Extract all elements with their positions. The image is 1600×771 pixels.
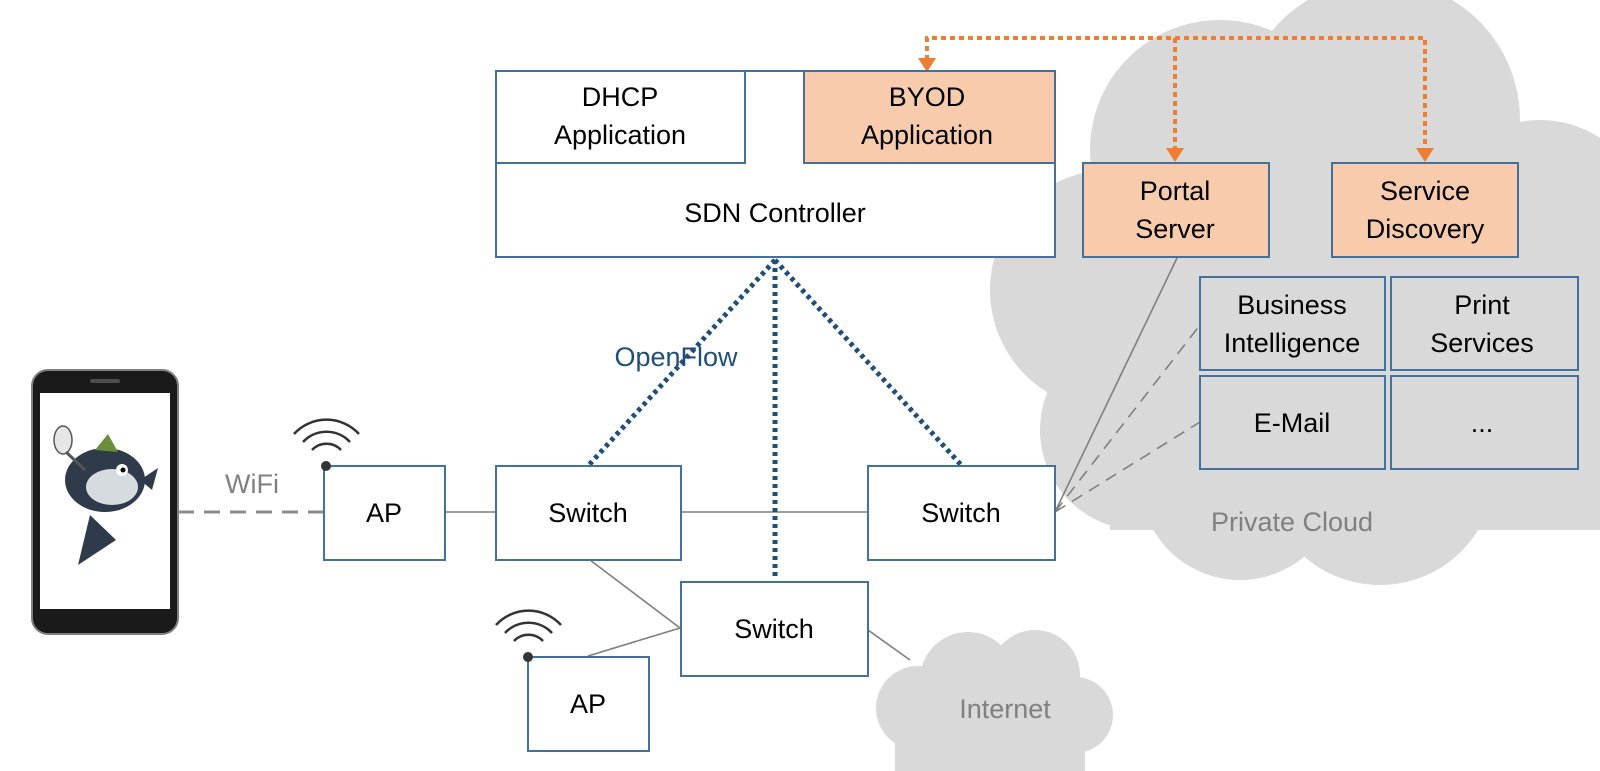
more-services-label: ... [1471,408,1494,438]
ap-top: AP [323,465,446,561]
print-services: Print Services [1390,276,1579,371]
portal-label-line1: Portal [1140,176,1211,206]
business-label-line1: Business [1237,290,1347,320]
link-ap-bottom-switch [587,627,681,657]
byod-application: BYOD Application [803,70,1056,164]
email-label: E-Mail [1254,408,1331,438]
dhcp-application: DHCP Application [495,70,746,164]
dhcp-label-line2: Application [554,120,686,150]
link-switch-email [1054,421,1201,513]
email-service: E-Mail [1199,375,1386,470]
wifi-signal-icon [495,609,562,662]
ap-top-label: AP [366,498,402,528]
service-discovery-label-line2: Discovery [1366,214,1485,244]
service-discovery-label-line1: Service [1380,176,1470,206]
ap-bottom-label: AP [570,689,606,719]
arrow-to-service-discovery [1416,148,1434,162]
smartphone-icon [31,369,179,635]
ap-bottom: AP [527,656,650,752]
switch-bottom: Switch [680,581,869,677]
dhcp-label-line1: DHCP [582,82,659,112]
private-cloud-label: Private Cloud [1211,507,1373,537]
print-label-line2: Services [1430,328,1534,358]
switch-left: Switch [495,465,682,561]
service-discovery: Service Discovery [1331,162,1519,258]
wifi-signal-icon [293,418,360,471]
arrow-to-portal [1166,148,1184,162]
link-switch-internet [867,629,911,661]
openflow-link-right [773,258,964,468]
fish-mascot-icon [53,425,158,565]
print-label-line1: Print [1454,290,1510,320]
business-intelligence-service: Business Intelligence [1199,276,1386,371]
more-services: ... [1390,375,1579,470]
switch-bottom-label: Switch [734,614,814,644]
switch-right: Switch [867,465,1056,561]
arrow-to-byod [918,58,936,72]
wifi-label: WiFi [225,469,279,499]
internet-cloud-shape [876,630,1113,771]
portal-server: Portal Server [1082,162,1270,258]
switch-left-label: Switch [548,498,628,528]
byod-label-line1: BYOD [889,82,966,112]
internet-label: Internet [959,694,1051,724]
byod-label-line2: Application [861,120,993,150]
portal-label-line2: Server [1135,214,1215,244]
link-switch-bottom [589,559,681,629]
openflow-link-left [586,258,777,468]
link-switch-portal [1054,257,1178,513]
sdn-controller-label: SDN Controller [684,198,866,228]
openflow-label: OpenFlow [614,342,738,372]
byod-service-links [918,36,1434,162]
business-label-line2: Intelligence [1224,328,1361,358]
switch-right-label: Switch [921,498,1001,528]
